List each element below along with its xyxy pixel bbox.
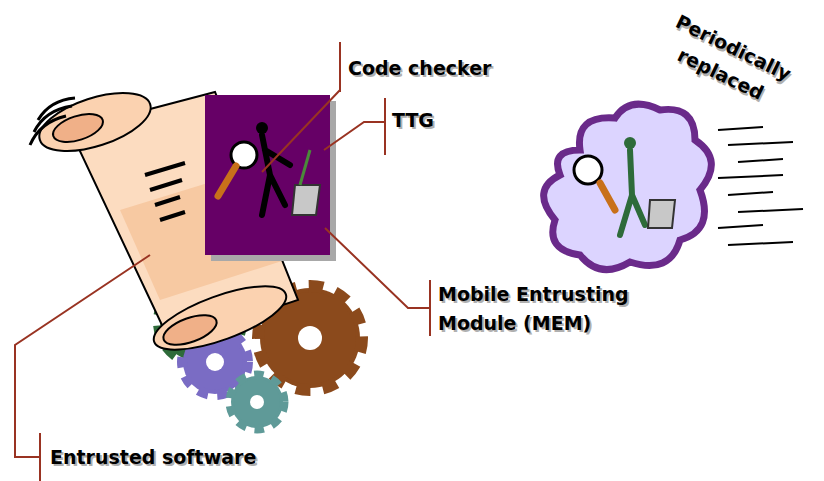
mem-box — [205, 95, 336, 261]
speed-line — [728, 192, 773, 195]
speed-line — [718, 175, 783, 178]
speed-line — [718, 127, 763, 130]
speed-line — [728, 242, 793, 245]
speed-line — [718, 225, 763, 228]
mem-label: Mobile Entrusting Module (MEM) — [438, 280, 668, 338]
speed-line — [738, 159, 783, 162]
entrusted-software-label: Entrusted software — [50, 443, 330, 472]
periodically-replaced-label: Periodically replaced — [647, 2, 807, 120]
speed-line — [728, 142, 793, 145]
speed-lines — [718, 127, 803, 245]
leader-lines — [15, 42, 430, 481]
code-checker-label: Code checker — [348, 54, 548, 83]
ttg-label: TTG — [392, 106, 472, 135]
speed-line — [738, 209, 803, 212]
cloud — [544, 104, 712, 269]
